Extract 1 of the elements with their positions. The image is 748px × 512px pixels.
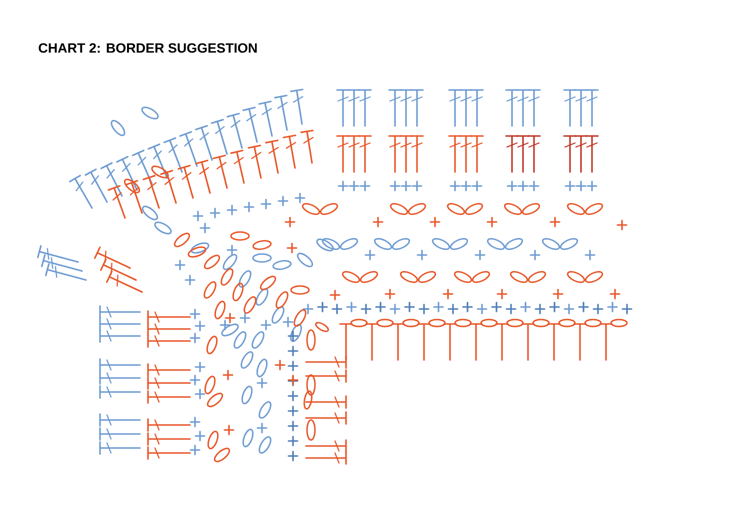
chart-title: CHART 2: BORDER SUGGESTION [38, 43, 257, 53]
